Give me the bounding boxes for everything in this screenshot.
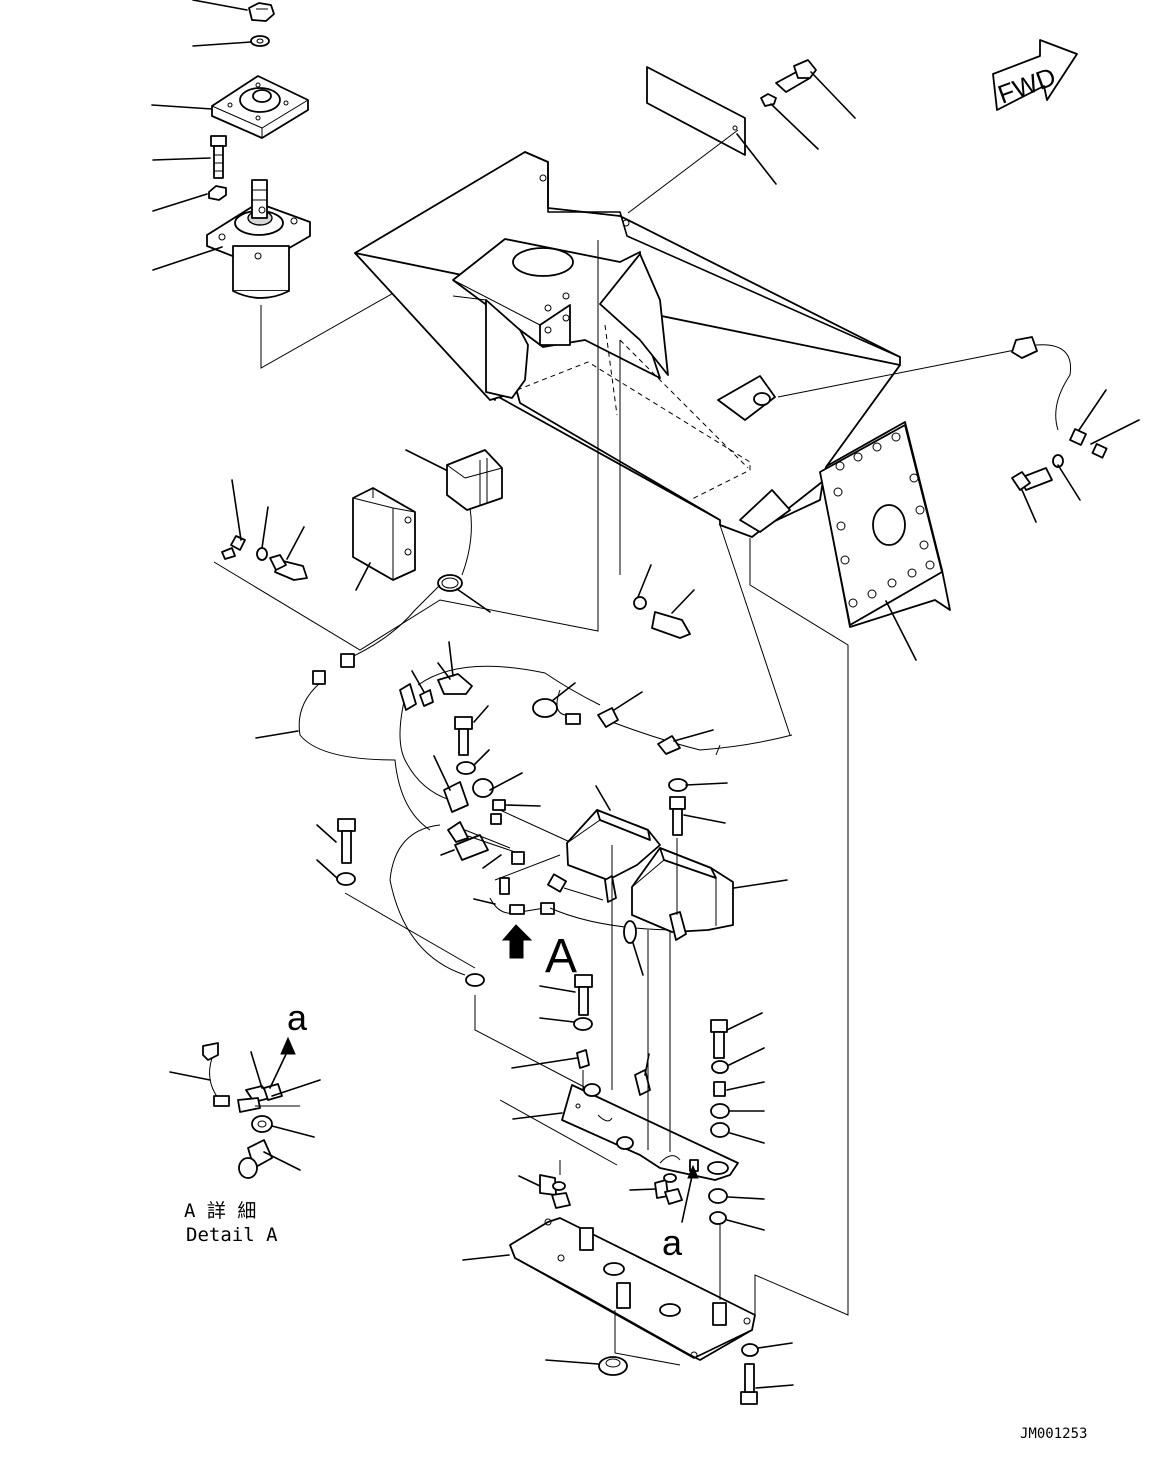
cover-plate bbox=[627, 66, 777, 214]
leader-line bbox=[192, 41, 252, 47]
bolt bbox=[210, 135, 227, 179]
lower-bolt-column-left bbox=[511, 974, 593, 1098]
leader-line bbox=[151, 104, 213, 110]
top-left-part-stack bbox=[151, 0, 541, 369]
spacer-plate bbox=[512, 845, 739, 1181]
relay-box-large bbox=[352, 487, 416, 591]
ground-wire-left bbox=[316, 818, 591, 1091]
leader-line bbox=[152, 157, 211, 161]
washer-center bbox=[456, 749, 490, 775]
leader-line bbox=[885, 600, 917, 661]
bottom-bushing bbox=[545, 1356, 628, 1376]
detail-a-small-a-label: a bbox=[287, 997, 308, 1038]
arrow-a-label: a bbox=[662, 1222, 683, 1263]
washer bbox=[250, 35, 270, 47]
assembly-reference-lines bbox=[499, 340, 849, 1316]
view-a-label: A bbox=[545, 930, 577, 983]
connector-cluster bbox=[433, 755, 681, 931]
bolt-right bbox=[1011, 454, 1081, 523]
view-a-arrow: A bbox=[501, 924, 577, 983]
fwd-direction-arrow: FWD bbox=[992, 39, 1078, 111]
detail-a-japanese-label: A 詳 細 bbox=[184, 1200, 256, 1222]
mounting-plate-bottom bbox=[462, 1217, 756, 1366]
bolt-center-1 bbox=[454, 705, 489, 756]
leader-line bbox=[152, 193, 208, 212]
lamp-unit-1 bbox=[566, 785, 661, 903]
relay-box-small bbox=[405, 449, 503, 576]
lamp-bolt bbox=[668, 778, 728, 915]
leader-line bbox=[192, 0, 248, 11]
bracket-bolt-set bbox=[213, 240, 599, 651]
wire-harness bbox=[255, 584, 793, 976]
lamp-unit-2 bbox=[631, 847, 788, 941]
grommet-left bbox=[437, 574, 491, 613]
lower-bolt-column-right bbox=[708, 1012, 765, 1231]
fwd-label: FWD bbox=[994, 61, 1060, 109]
detail-a-inset: a A 詳 細 Detail A bbox=[169, 997, 321, 1246]
bottom-bolt-right bbox=[740, 1342, 794, 1405]
lock-washer bbox=[208, 185, 227, 201]
hex-nut bbox=[248, 2, 275, 22]
flange-plate bbox=[211, 75, 309, 139]
switch-body bbox=[206, 179, 311, 299]
leader-line bbox=[152, 246, 223, 271]
oring-lamp bbox=[623, 920, 644, 976]
washer bbox=[760, 93, 777, 107]
bolt-top-right bbox=[760, 59, 856, 150]
clip-bracket bbox=[518, 1159, 699, 1223]
detail-a-english-label: Detail A bbox=[186, 1224, 278, 1246]
leader-line bbox=[736, 133, 777, 185]
main-frame-bracket bbox=[354, 151, 951, 661]
sensor-cable-right bbox=[777, 336, 1140, 459]
bolt-under-frame bbox=[633, 564, 695, 639]
drawing-number: JM001253 bbox=[1020, 1426, 1087, 1442]
